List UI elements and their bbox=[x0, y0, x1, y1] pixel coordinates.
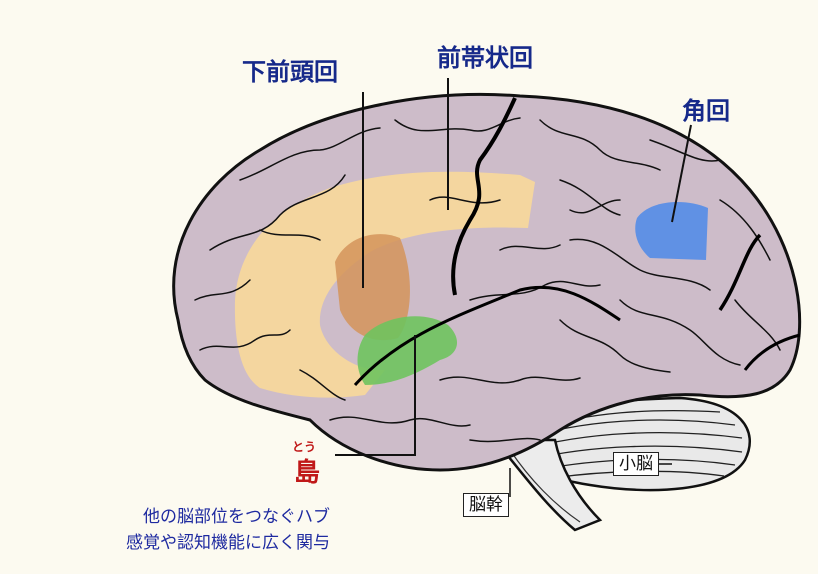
label-brainstem: 脳幹 bbox=[463, 493, 509, 517]
parieto-occipital-sulcus bbox=[718, 233, 762, 311]
caption-line-1: 他の脳部位をつなぐハブ bbox=[143, 507, 330, 527]
pointer-lines bbox=[335, 78, 692, 456]
inferior-frontal-region bbox=[335, 234, 410, 341]
label-inferior-frontal-gyrus: 下前頭回 bbox=[242, 58, 338, 86]
frontal-highlight-region bbox=[234, 171, 536, 398]
caption-line-2: 感覚や認知機能に広く関与 bbox=[126, 533, 330, 553]
central-sulcus bbox=[451, 97, 517, 296]
lateral-sulcus bbox=[353, 285, 621, 387]
label-insula: 島 bbox=[294, 458, 321, 488]
label-anterior-cingulate-gyrus: 前帯状回 bbox=[437, 44, 533, 72]
brainstem-shape bbox=[492, 438, 603, 532]
insula-region bbox=[357, 316, 458, 385]
gyri-lines bbox=[194, 117, 781, 443]
angular-region bbox=[635, 202, 708, 260]
occipital-sulcus bbox=[743, 333, 801, 371]
label-angular-gyrus: 角回 bbox=[682, 97, 730, 125]
label-cerebellum: 小脳 bbox=[613, 452, 659, 476]
label-insula-ruby: とう bbox=[292, 440, 317, 454]
